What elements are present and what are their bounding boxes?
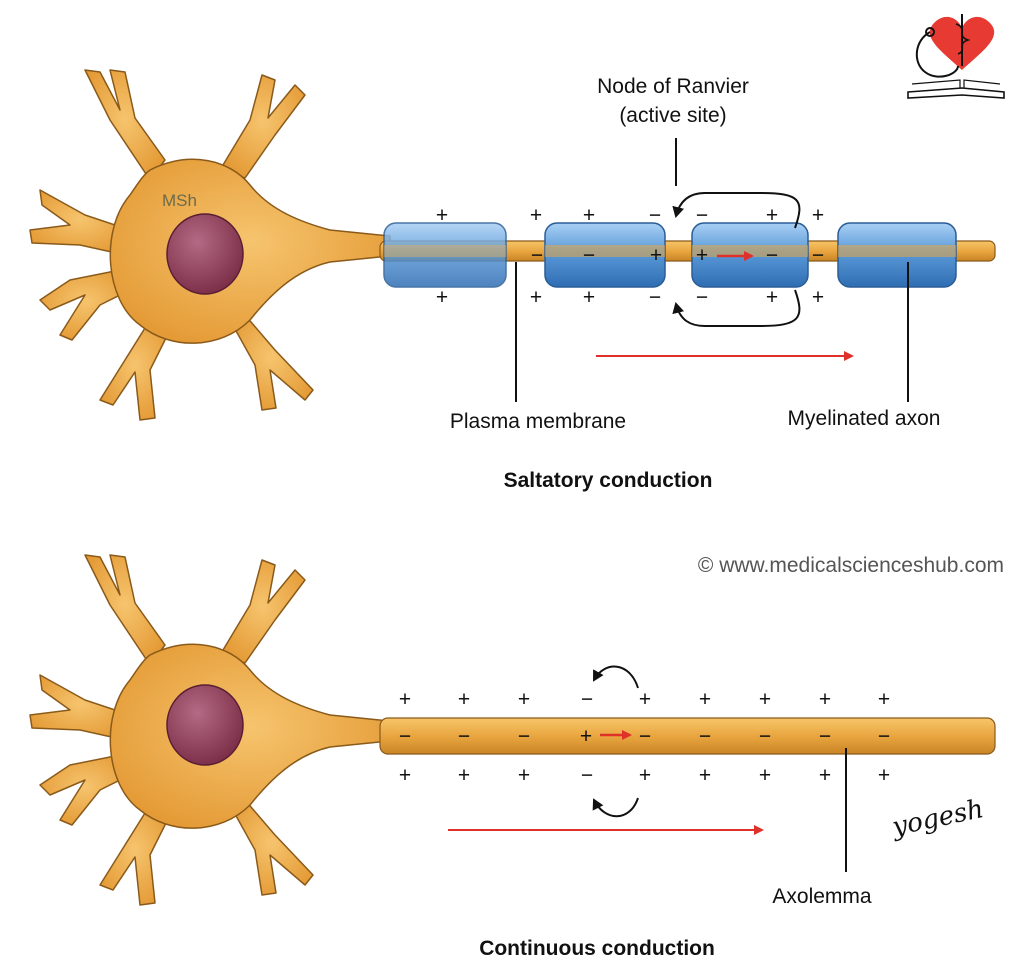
nucleus-top (166, 213, 244, 295)
axolemma-label: Axolemma (772, 885, 872, 908)
charge-sign: + (812, 204, 824, 227)
charge-sign: − (819, 725, 831, 748)
soma-label: MSh (162, 191, 197, 210)
plasma-membrane-label: Plasma membrane (450, 410, 626, 433)
copyright-watermark: © www.medicalscienceshub.com (698, 554, 1004, 577)
charge-sign: − (458, 725, 470, 748)
myelin-sheaths (383, 222, 957, 288)
charge-sign: + (530, 286, 542, 309)
current-arc-arrow (592, 797, 639, 818)
charge-sign: + (518, 688, 530, 711)
charge-sign: − (766, 244, 778, 267)
current-loop-arrow (672, 192, 801, 229)
charge-sign: + (812, 286, 824, 309)
charge-sign: + (458, 764, 470, 787)
charge-sign: + (399, 688, 411, 711)
nucleus-bottom (166, 684, 244, 766)
charge-sign: + (583, 204, 595, 227)
charge-sign: + (699, 688, 711, 711)
charge-sign: + (766, 286, 778, 309)
charge-sign: + (878, 688, 890, 711)
top-signs-continuous: + + + − + + + + + (399, 688, 890, 711)
inner-signs-continuous: − − − + − − − − − (399, 725, 890, 748)
active-site-label: (active site) (619, 104, 726, 127)
charge-sign: + (639, 764, 651, 787)
charge-sign: + (819, 688, 831, 711)
charge-sign: − (759, 725, 771, 748)
charge-sign: + (583, 286, 595, 309)
charge-sign: + (580, 725, 592, 748)
charge-sign: − (583, 244, 595, 267)
charge-sign: − (696, 286, 708, 309)
current-loop-arrow (672, 289, 801, 327)
charge-sign: − (649, 204, 661, 227)
continuous-panel: + + + − + + + + + − − − + − − − − − + + … (29, 554, 996, 960)
charge-sign: + (436, 204, 448, 227)
charge-sign: + (759, 688, 771, 711)
charge-sign: − (531, 244, 543, 267)
charge-sign: − (639, 725, 651, 748)
site-logo (907, 14, 1005, 99)
current-arc-arrow (593, 665, 639, 689)
charge-sign: + (399, 764, 411, 787)
charge-sign: − (878, 725, 890, 748)
inner-signs-saltatory: − − + + − − (531, 244, 824, 267)
author-signature: yogesh (889, 794, 987, 843)
charge-sign: + (878, 764, 890, 787)
charge-sign: + (436, 286, 448, 309)
myelin-segment (383, 222, 507, 288)
charge-sign: + (639, 688, 651, 711)
charge-sign: − (399, 725, 411, 748)
charge-sign: + (650, 244, 662, 267)
stethoscope-icon (915, 31, 959, 78)
bottom-signs-saltatory: + + + − − + + (436, 286, 824, 309)
charge-sign: + (518, 764, 530, 787)
charge-sign: − (581, 764, 593, 787)
charge-sign: + (696, 244, 708, 267)
axon-bottom (379, 717, 996, 755)
saltatory-title: Saltatory conduction (504, 469, 713, 492)
book-icon (907, 87, 1005, 99)
charge-sign: − (696, 204, 708, 227)
charge-sign: − (581, 688, 593, 711)
charge-sign: + (458, 688, 470, 711)
saltatory-panel: MSh + + + − − + + − − + (29, 69, 996, 492)
charge-sign: − (649, 286, 661, 309)
charge-sign: + (819, 764, 831, 787)
charge-sign: − (518, 725, 530, 748)
charge-sign: + (766, 204, 778, 227)
myelinated-axon-label: Myelinated axon (788, 407, 941, 430)
continuous-title: Continuous conduction (479, 937, 715, 960)
charge-sign: + (699, 764, 711, 787)
bottom-signs-continuous: + + + − + + + + + (399, 764, 890, 787)
charge-sign: − (699, 725, 711, 748)
charge-sign: − (812, 244, 824, 267)
charge-sign: + (530, 204, 542, 227)
top-signs-saltatory: + + + − − + + (436, 204, 824, 227)
charge-sign: + (759, 764, 771, 787)
node-of-ranvier-label: Node of Ranvier (597, 75, 749, 98)
